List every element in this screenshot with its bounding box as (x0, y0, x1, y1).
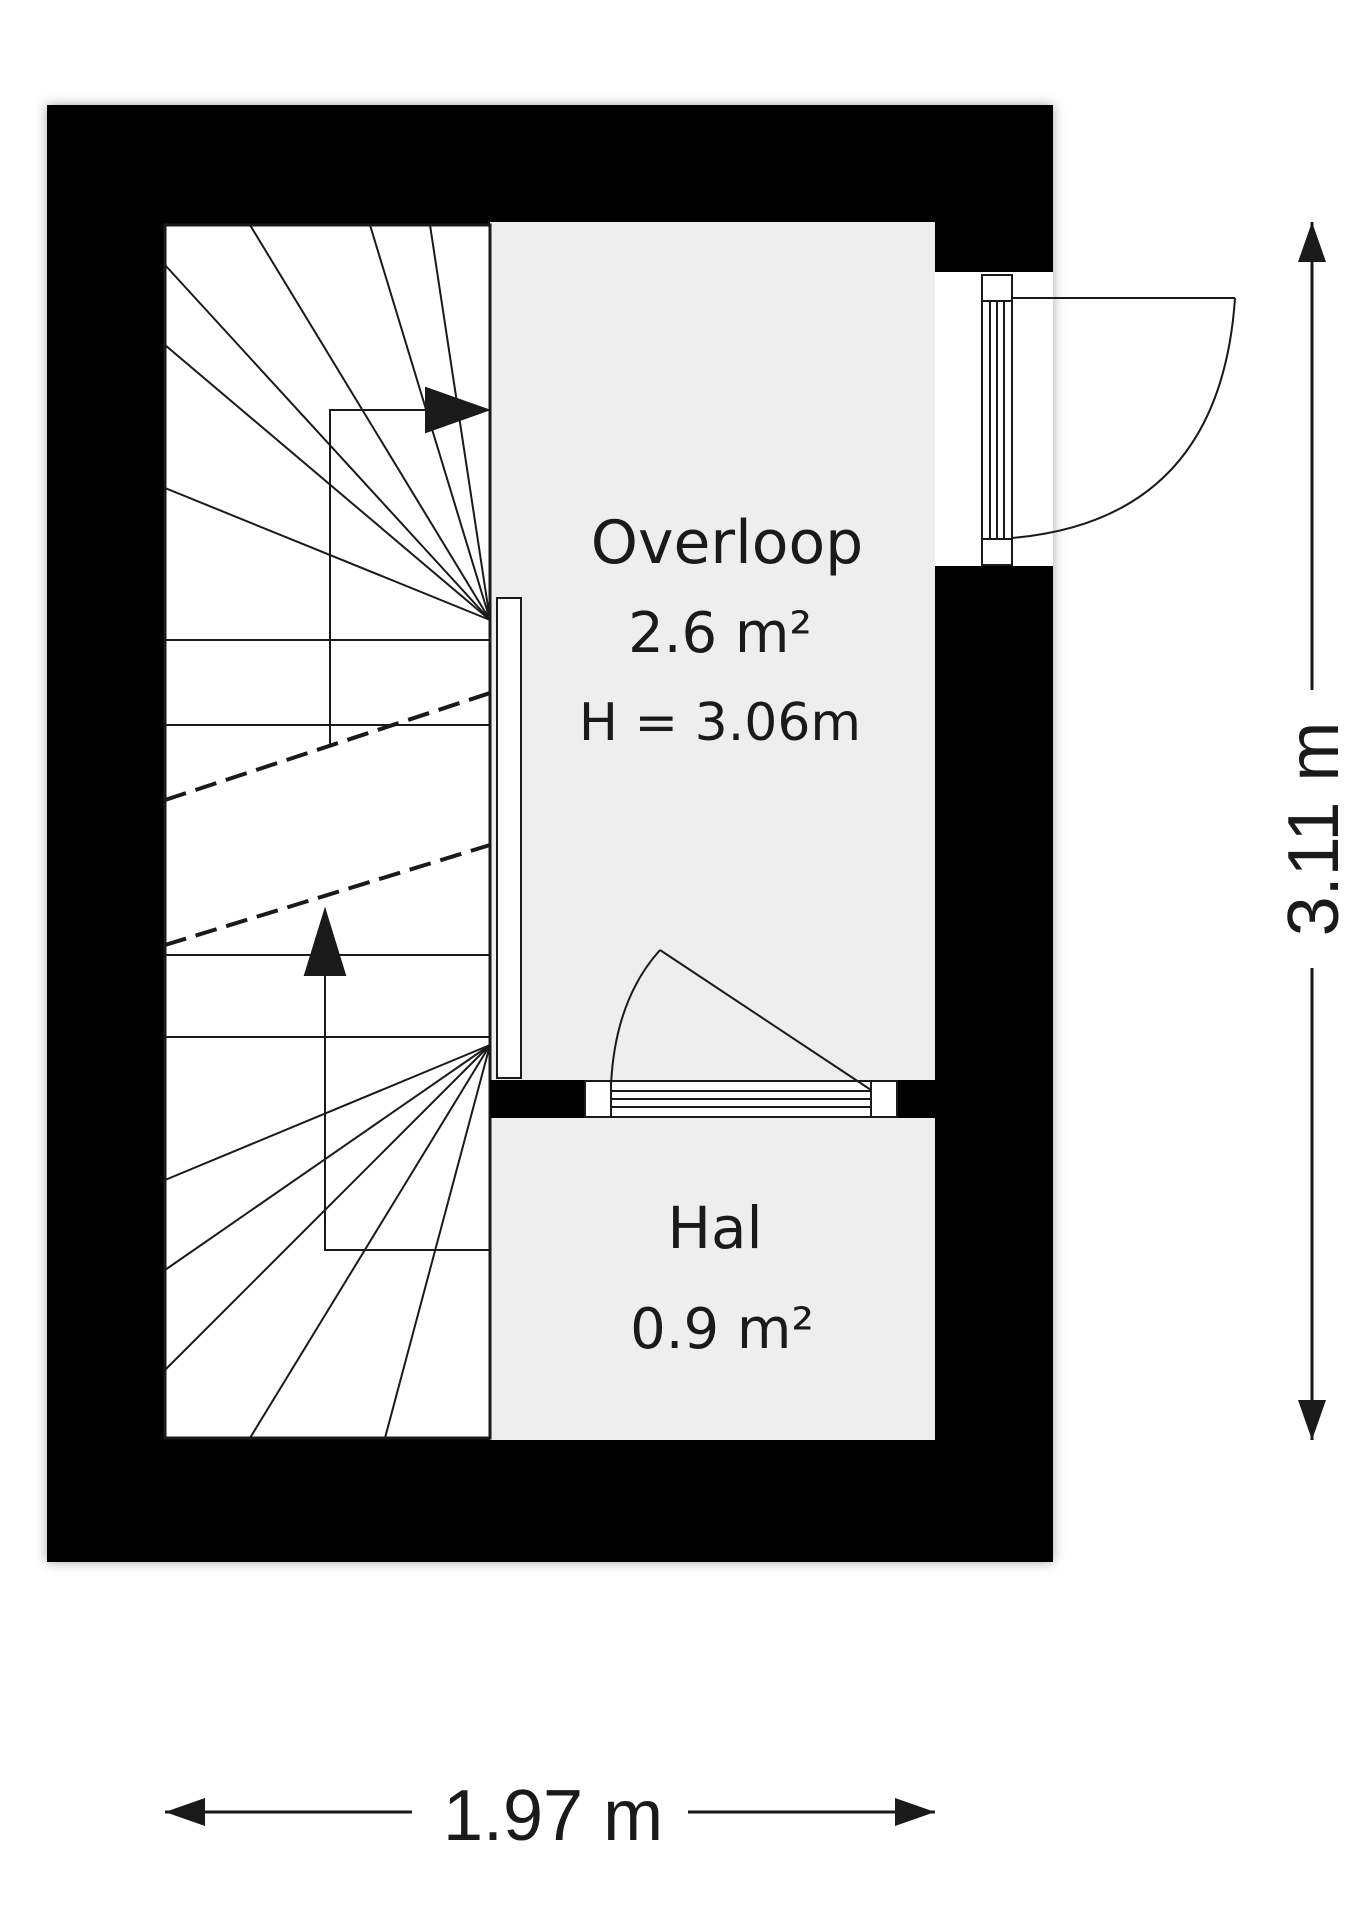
overloop-floor (490, 222, 935, 1080)
height-dimension: 3.11 m (1274, 222, 1354, 1440)
width-dimension-label: 1.97 m (443, 1776, 663, 1856)
room-area-overloop: 2.6 m² (628, 601, 812, 666)
width-dimension: 1.97 m (165, 1776, 935, 1856)
room-label-overloop: Overloop (591, 508, 864, 578)
room-label-hal: Hal (667, 1194, 762, 1262)
stair-handrail (496, 597, 522, 1079)
room-height-overloop: H = 3.06m (579, 693, 861, 753)
staircase (163, 223, 492, 1440)
room-area-hal: 0.9 m² (630, 1297, 814, 1362)
height-dimension-label: 3.11 m (1274, 722, 1354, 937)
hal-floor (490, 1118, 935, 1440)
walk-line (303, 386, 491, 1251)
exterior-door (981, 274, 1236, 566)
interior-door (584, 949, 898, 1118)
